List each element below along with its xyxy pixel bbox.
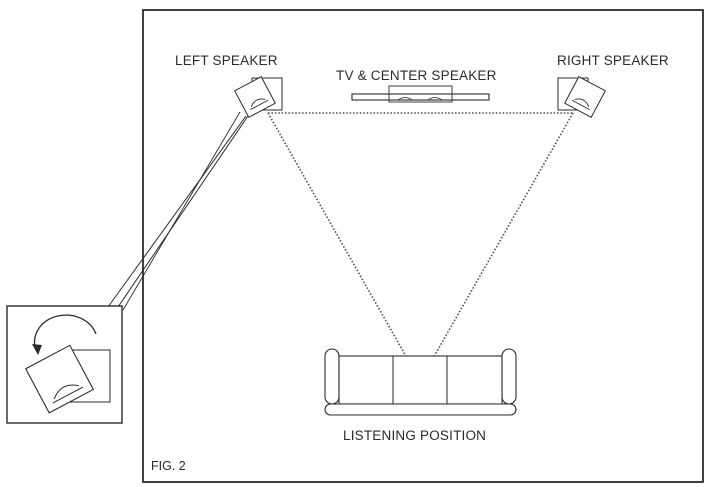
listening-triangle [267,112,574,382]
left-speaker-icon [234,76,283,118]
left-speaker-label: LEFT SPEAKER [175,53,278,68]
right-speaker-icon [557,76,606,118]
room-outline [142,9,704,483]
right-speaker-label: RIGHT SPEAKER [557,53,669,68]
listening-position-label: LISTENING POSITION [343,428,486,443]
center-speaker-label: TV & CENTER SPEAKER [336,68,497,83]
speaker-angle-inset [6,305,123,424]
rotation-arrow-icon [32,314,97,355]
callout-leader-lines [107,111,249,311]
sofa-icon [324,348,517,416]
tv-center-speaker-icon [351,85,490,103]
figure-label: FIG. 2 [151,459,186,473]
